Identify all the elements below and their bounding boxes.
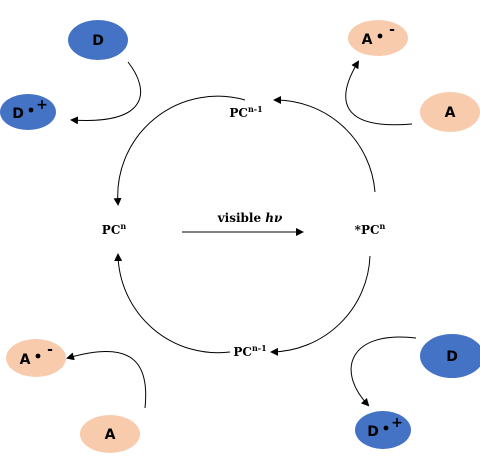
lower-donor-arrow xyxy=(350,336,417,407)
donor-radical-bubble-top: D + xyxy=(0,94,56,130)
radical-dot xyxy=(35,353,41,359)
donor-radical-label: D xyxy=(12,106,24,122)
pc-excited-state: *PCn xyxy=(355,221,386,237)
acceptor-radical-charge: - xyxy=(389,22,395,38)
pc-reduced-bottom: PCn-1 xyxy=(233,343,266,359)
upper-donor-arrow xyxy=(70,61,141,125)
acceptor-radical-charge: - xyxy=(47,342,53,358)
lower-cycle-right-arc xyxy=(270,255,371,356)
acceptor-radical-label: A xyxy=(20,352,31,368)
lower-acceptor-arrow xyxy=(66,350,147,409)
donor-label: D xyxy=(92,33,104,49)
donor-radical-label: D xyxy=(367,424,379,440)
radical-dot xyxy=(377,33,383,39)
donor-radical-bubble-bottom: D + xyxy=(355,411,411,449)
acceptor-radical-bubble-bottom: A - xyxy=(6,339,66,377)
acceptor-bubble-bottom: A xyxy=(80,415,140,453)
pc-ground-state: PCn xyxy=(102,221,127,237)
donor-bubble-top: D xyxy=(68,20,128,60)
excitation-label: visible hν xyxy=(217,211,283,225)
acceptor-bubble-top: A xyxy=(420,92,480,132)
acceptor-label: A xyxy=(105,427,116,443)
radical-dot xyxy=(28,107,34,113)
upper-acceptor-arrow xyxy=(345,60,413,126)
donor-radical-charge: + xyxy=(391,415,403,431)
donor-radical-charge: + xyxy=(36,97,48,113)
radical-dot xyxy=(383,425,389,431)
donor-bubble-bottom: D xyxy=(420,334,480,378)
acceptor-radical-label: A xyxy=(362,32,373,48)
donor-label: D xyxy=(446,349,458,365)
acceptor-label: A xyxy=(445,105,456,121)
upper-cycle-left-arc xyxy=(113,95,246,206)
acceptor-radical-bubble-top: A - xyxy=(348,20,408,56)
pc-reduced-top: PCn-1 xyxy=(229,104,262,120)
lower-cycle-left-arc xyxy=(114,253,231,354)
upper-cycle-right-arc xyxy=(273,95,376,193)
